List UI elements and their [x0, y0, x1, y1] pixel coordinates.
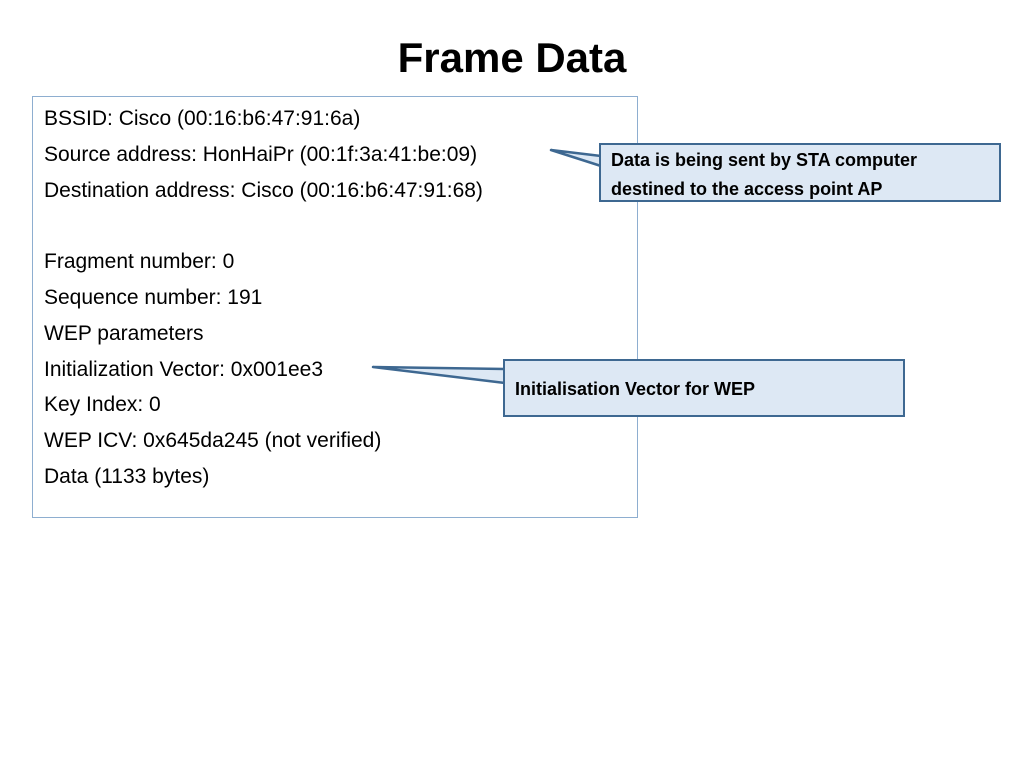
frame-field-destination-address: Destination address: Cisco (00:16:b6:47:… — [44, 178, 483, 202]
frame-field-initialization-vector: Initialization Vector: 0x001ee3 — [44, 357, 324, 381]
frame-field-key-index: Key Index: 0 — [44, 393, 161, 417]
frame-field-source-address: Source address: HonHaiPr (00:1f:3a:41:be… — [44, 142, 478, 166]
frame-field-blank — [44, 208, 483, 244]
callout-sta-note: Data is being sent by STA computer desti… — [599, 143, 1001, 202]
callout-iv-note: Initialisation Vector for WEP — [503, 359, 905, 417]
frame-data-box: BSSID: Cisco (00:16:b6:47:91:6a) Source … — [32, 96, 638, 518]
frame-field-wep-parameters: WEP parameters — [44, 321, 204, 345]
frame-field-list: BSSID: Cisco (00:16:b6:47:91:6a) Source … — [44, 101, 483, 495]
frame-field-wep-icv: WEP ICV: 0x645da245 (not verified) — [44, 429, 382, 453]
frame-field-fragment-number: Fragment number: 0 — [44, 250, 235, 274]
frame-field-sequence-number: Sequence number: 191 — [44, 285, 263, 309]
slide-title: Frame Data — [397, 34, 627, 81]
frame-field-data: Data (1133 bytes) — [44, 464, 210, 488]
frame-field-bssid: BSSID: Cisco (00:16:b6:47:91:6a) — [44, 107, 361, 130]
